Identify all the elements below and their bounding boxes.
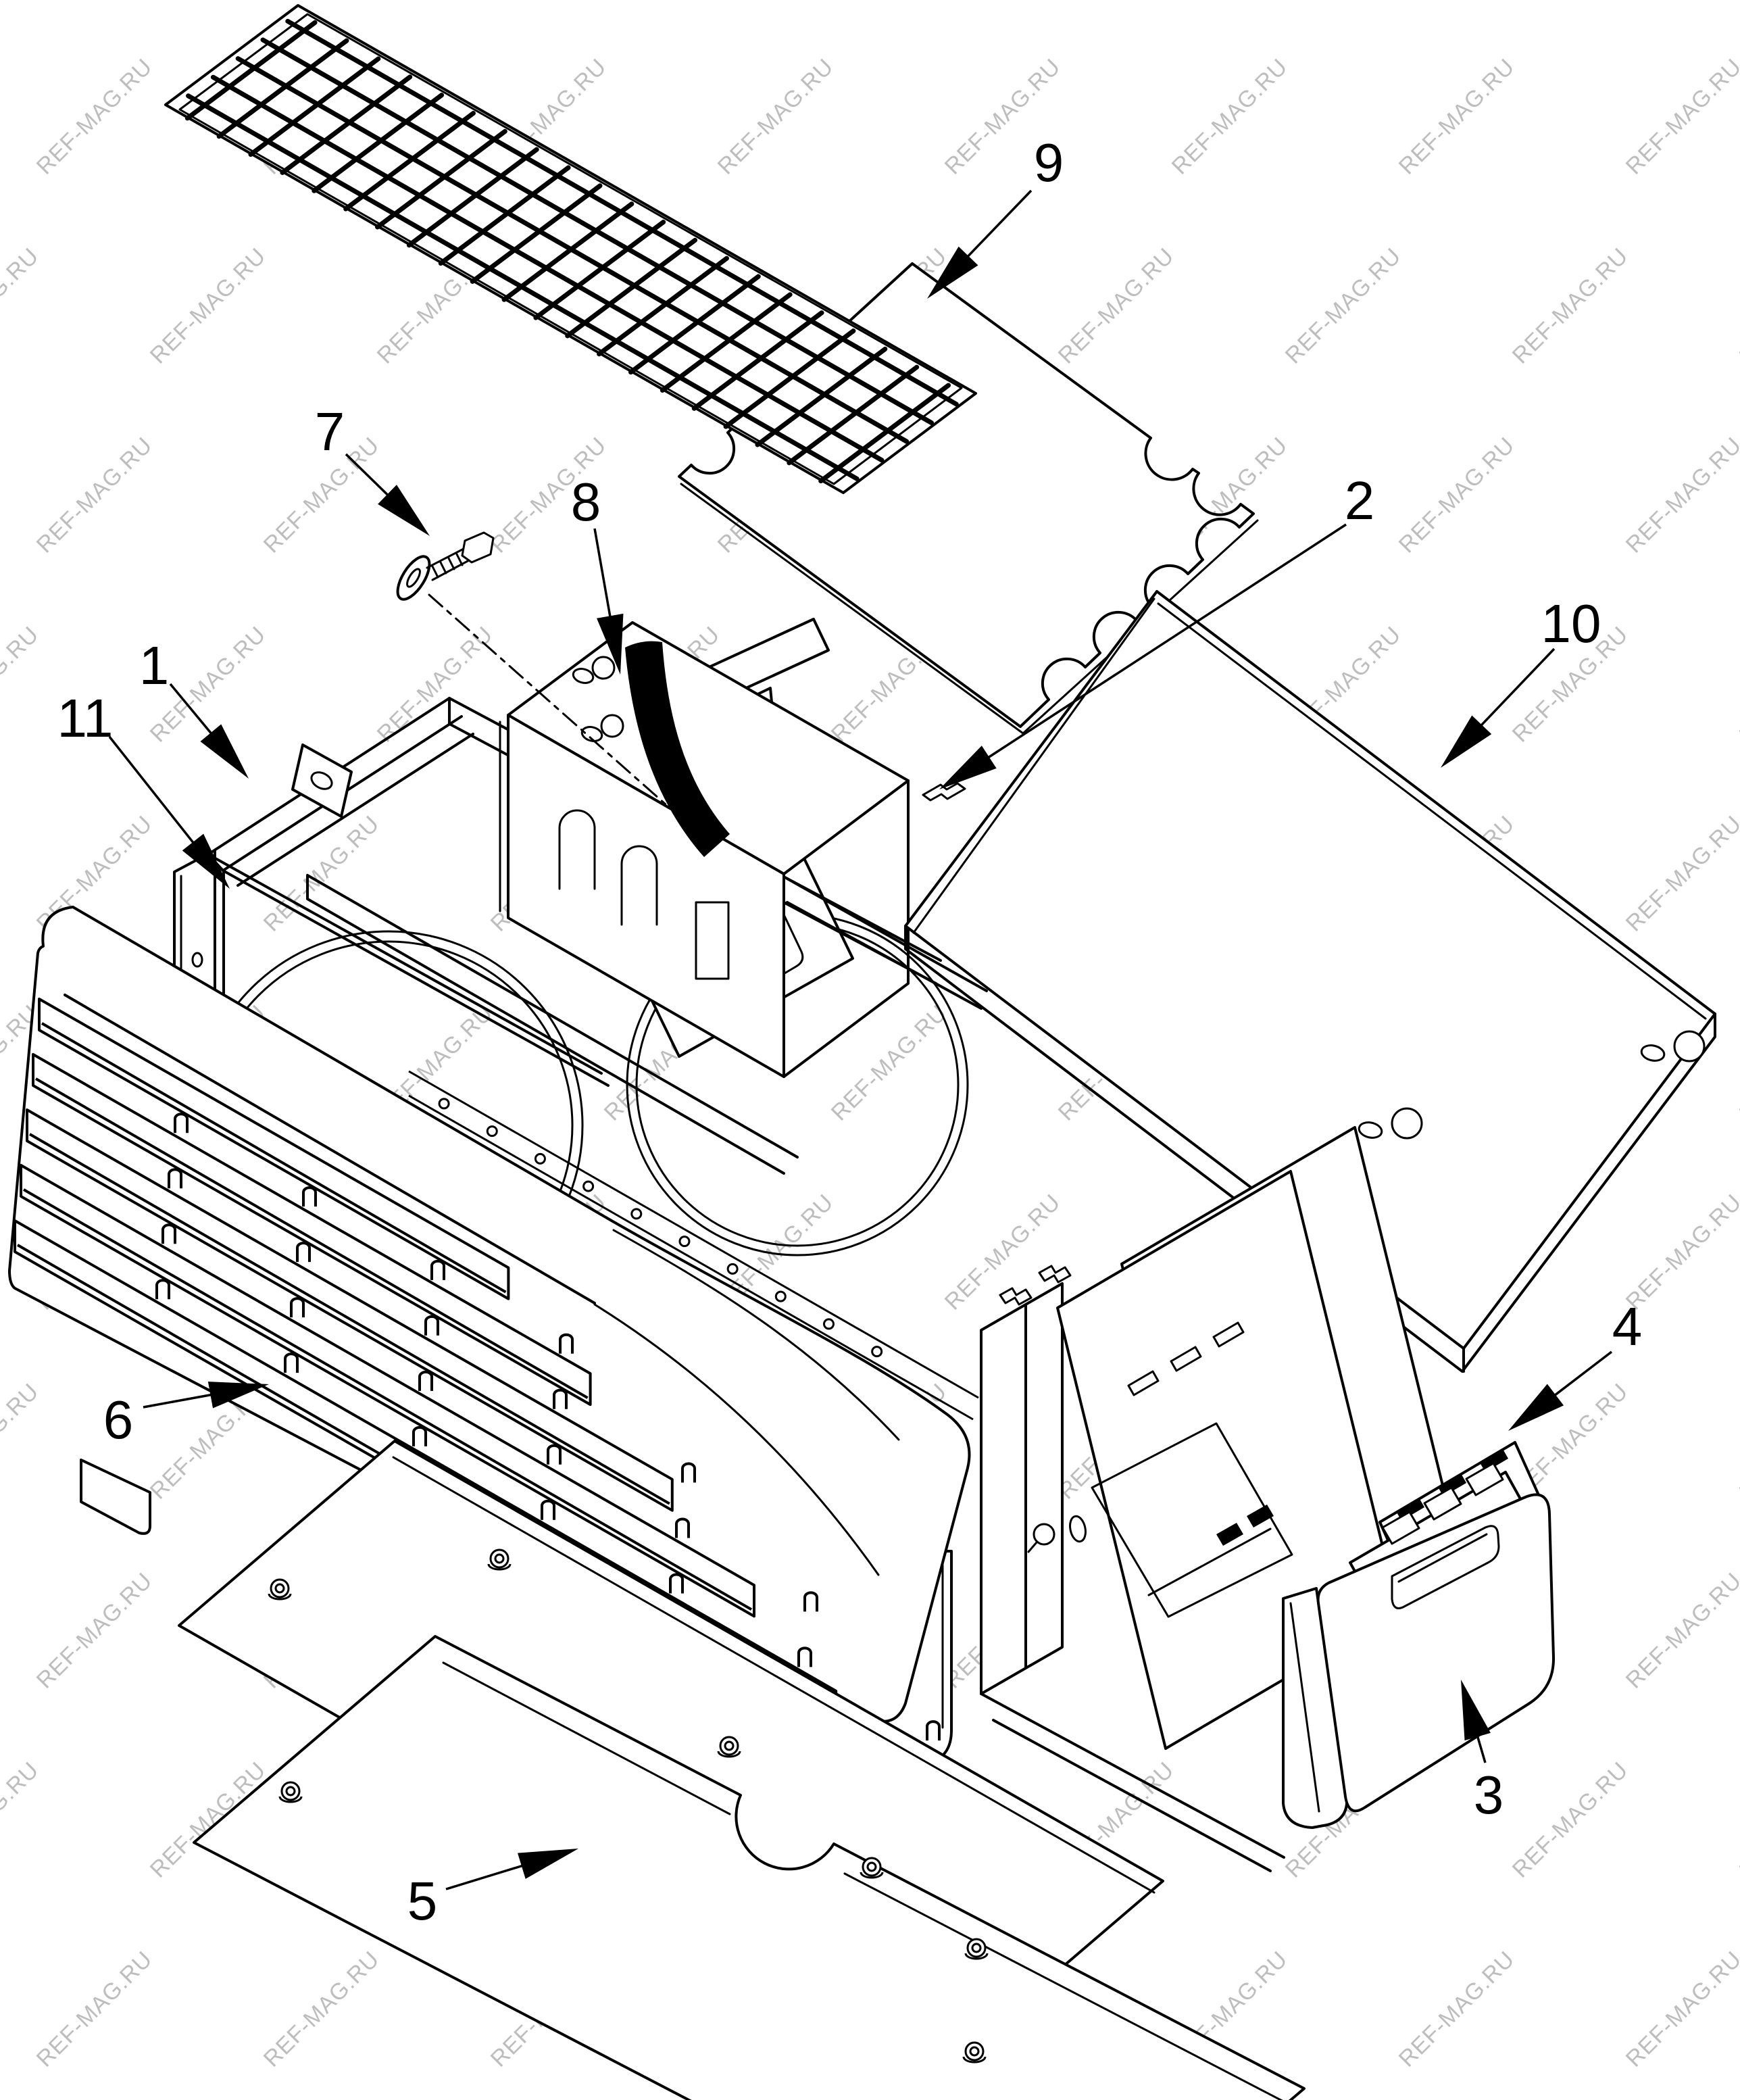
callout-label: 3 (1474, 1765, 1504, 1825)
callout-label: 1 (139, 635, 170, 695)
callout-arrowhead (378, 485, 430, 536)
callout-label: 5 (407, 1871, 438, 1931)
bottom-panel-lower (193, 1635, 1306, 2100)
fascia-mold-line2 (593, 1303, 880, 1576)
callout-arrowhead (518, 1849, 578, 1879)
rect-cutout (695, 901, 730, 980)
mounting-bolt (396, 531, 678, 816)
callout-leader (445, 1863, 526, 1890)
evaporator-box (499, 621, 910, 1078)
evaporator-box-right (782, 779, 910, 1078)
callout-label: 6 (103, 1390, 134, 1450)
callout-leader (1475, 1732, 1487, 1763)
callout-label: 7 (315, 401, 345, 462)
frame-window-details (1216, 1505, 1274, 1546)
vent-slots (1127, 1321, 1245, 1396)
callout-arrowhead (927, 246, 978, 299)
arch-cutout (558, 809, 596, 890)
spring-clip (1038, 1265, 1072, 1284)
callout-leader (108, 735, 197, 846)
callout-arrowhead (200, 724, 249, 779)
screw-heads (268, 1548, 989, 2064)
spring-clip (999, 1287, 1033, 1306)
callout-label: 8 (571, 472, 601, 532)
mesh-grid (184, 18, 959, 484)
door-panel (1282, 1493, 1556, 1829)
callout-label: 11 (57, 688, 113, 748)
side-cover-panel (904, 590, 1716, 1373)
callout-arrowhead (1508, 1384, 1564, 1431)
callout-label: 9 (1034, 132, 1064, 193)
back-rail (786, 877, 988, 1010)
callout-leader (1478, 648, 1556, 729)
callout-arrowhead (182, 833, 230, 889)
rim-bracket-hole (310, 771, 333, 790)
grille-top-rail (64, 994, 596, 1304)
callout-leader (345, 453, 391, 498)
frame-window (1091, 1422, 1293, 1618)
callout-arrowhead (597, 613, 624, 675)
callout-leader (964, 189, 1033, 260)
mesh-grille-panel (164, 4, 977, 494)
door-handle-recess (1391, 1525, 1500, 1609)
grille-foot-left (80, 1459, 151, 1535)
callout-leader (593, 528, 612, 620)
fascia-mold-line (612, 1229, 900, 1441)
arch-cutout (620, 845, 658, 926)
callout-leader (143, 1393, 215, 1409)
callout-leader (169, 683, 215, 737)
mid-wall (306, 874, 799, 1175)
floor-right (980, 1692, 1285, 1872)
door-face (1316, 1493, 1556, 1813)
harness-strap (625, 641, 730, 857)
callout-label: 2 (1345, 470, 1375, 531)
bottom-panels (178, 1440, 1306, 2100)
right-end-channel (980, 1265, 1087, 1695)
door-side-line (1289, 1602, 1320, 1813)
door-handle-line (1397, 1533, 1488, 1583)
callout-leader (1551, 1350, 1613, 1398)
rim-bracket (291, 743, 353, 818)
callout-leader (985, 523, 1347, 760)
callout-label: 4 (1612, 1296, 1643, 1357)
rim-front (207, 853, 610, 1087)
callout-arrowhead (1461, 1680, 1491, 1741)
perforated-strip (408, 1070, 979, 1421)
callout-arrowhead (939, 746, 997, 789)
callout-label: 10 (1541, 593, 1601, 654)
callout-arrowhead (207, 1382, 269, 1409)
callout-arrowhead (1441, 715, 1492, 768)
bolt-head (461, 531, 495, 564)
